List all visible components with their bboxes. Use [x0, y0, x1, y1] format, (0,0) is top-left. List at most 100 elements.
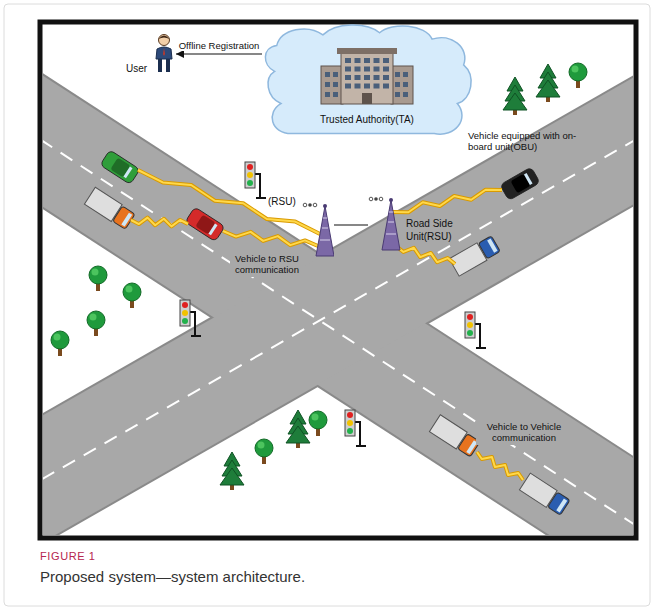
- car-body: [500, 167, 540, 201]
- building-window: [355, 58, 361, 63]
- building-window: [345, 84, 351, 89]
- building-window: [333, 92, 338, 97]
- truck-cab: [478, 236, 500, 259]
- tree-crown: [123, 283, 141, 301]
- tree: [255, 439, 273, 464]
- traffic-lamp: [247, 164, 253, 170]
- user-body: [156, 47, 172, 59]
- building-window: [325, 72, 330, 77]
- building-window: [395, 82, 400, 87]
- truck-window: [121, 213, 132, 227]
- traffic-light-pole: [355, 422, 366, 446]
- tree: [51, 331, 69, 356]
- traffic-light-head: [180, 300, 190, 326]
- building-window: [345, 67, 351, 72]
- car-windshield: [123, 167, 132, 179]
- traffic-light: [245, 162, 266, 198]
- rsu-antenna: [389, 198, 393, 202]
- tree: [89, 266, 107, 291]
- building-main: [341, 52, 393, 104]
- road-surface: [43, 103, 633, 515]
- pine-tree: [220, 452, 244, 490]
- traffic-lamp: [467, 322, 473, 328]
- building-window: [383, 75, 389, 80]
- building-wing: [391, 66, 413, 104]
- traffic-light: [345, 410, 366, 446]
- truck: [519, 473, 570, 516]
- tree-crown-light: [572, 66, 579, 73]
- signal-bolt: [392, 190, 502, 213]
- building-icon: [317, 42, 417, 106]
- signal-bolt-edge: [138, 170, 320, 234]
- signal-bolt-edge: [392, 190, 502, 213]
- rsu-icon: [302, 202, 334, 258]
- signal-bolt-edge: [477, 452, 523, 480]
- pine-layer: [286, 426, 310, 443]
- traffic-lamp: [347, 420, 353, 426]
- building-window: [383, 84, 389, 89]
- signal-bolt: [223, 231, 318, 246]
- edge-label: Offline Registration: [178, 40, 261, 51]
- signal-bolt: [477, 452, 523, 480]
- tree: [569, 63, 587, 88]
- truck-window: [487, 239, 497, 253]
- building-window: [374, 84, 380, 89]
- truck: [429, 415, 480, 458]
- rsu-node: Road Side Unit(RSU): [368, 190, 480, 254]
- roads: [43, 100, 633, 535]
- traffic-lamp: [247, 172, 253, 178]
- car-windshield: [208, 224, 217, 236]
- signal-bolt: [138, 170, 320, 234]
- signal-dot: [369, 197, 373, 201]
- signal-bolt: [131, 218, 188, 227]
- traffic-light-pole: [255, 174, 266, 198]
- tree-crown: [51, 331, 69, 349]
- pine-layer: [503, 93, 527, 110]
- node-label: Road Side Unit(RSU): [406, 218, 478, 243]
- tree-crown-light: [126, 286, 133, 293]
- user-legs: [160, 59, 168, 72]
- building-window: [325, 92, 330, 97]
- signal-bolt-edge: [396, 246, 455, 264]
- truck-cab: [548, 492, 570, 515]
- building-door: [362, 93, 372, 104]
- tree: [309, 411, 327, 436]
- building-window: [364, 84, 370, 89]
- building-window: [403, 72, 408, 77]
- signal-bolt-edge: [223, 231, 318, 246]
- pine-layer: [536, 80, 560, 97]
- traffic-light-head: [465, 312, 475, 338]
- road-surface: [43, 100, 633, 535]
- traffic-light-pole: [190, 312, 201, 336]
- user-hair: [159, 36, 170, 40]
- tree: [123, 283, 141, 308]
- tree-crown-light: [312, 414, 319, 421]
- car-body: [185, 207, 225, 242]
- pine-layer: [220, 468, 244, 485]
- building-window: [374, 58, 380, 63]
- signal-bolt-edge: [131, 218, 188, 227]
- building-window: [325, 82, 330, 87]
- rsu-tower: [382, 200, 400, 250]
- car: [100, 150, 140, 185]
- rsu-tower-lattice: [386, 212, 396, 234]
- building-window: [355, 75, 361, 80]
- tree-crown: [309, 411, 327, 429]
- building-window: [355, 84, 361, 89]
- tree-crown: [569, 63, 587, 81]
- traffic-lamp: [182, 318, 188, 324]
- pine-tree: [286, 410, 310, 448]
- road-edge: [43, 100, 633, 535]
- traffic-lamp: [247, 180, 253, 186]
- signal-dot: [374, 197, 378, 201]
- pine-tree: [536, 64, 560, 102]
- pine-tree: [503, 77, 527, 115]
- building-window: [345, 75, 351, 80]
- building-window: [355, 67, 361, 72]
- node-label: Trusted Authority(TA): [320, 114, 414, 126]
- annotation: Vehicle equipped with on-board unit(OBU): [468, 130, 590, 153]
- rsu-tower: [316, 206, 334, 256]
- building-window: [333, 72, 338, 77]
- tree: [87, 311, 105, 336]
